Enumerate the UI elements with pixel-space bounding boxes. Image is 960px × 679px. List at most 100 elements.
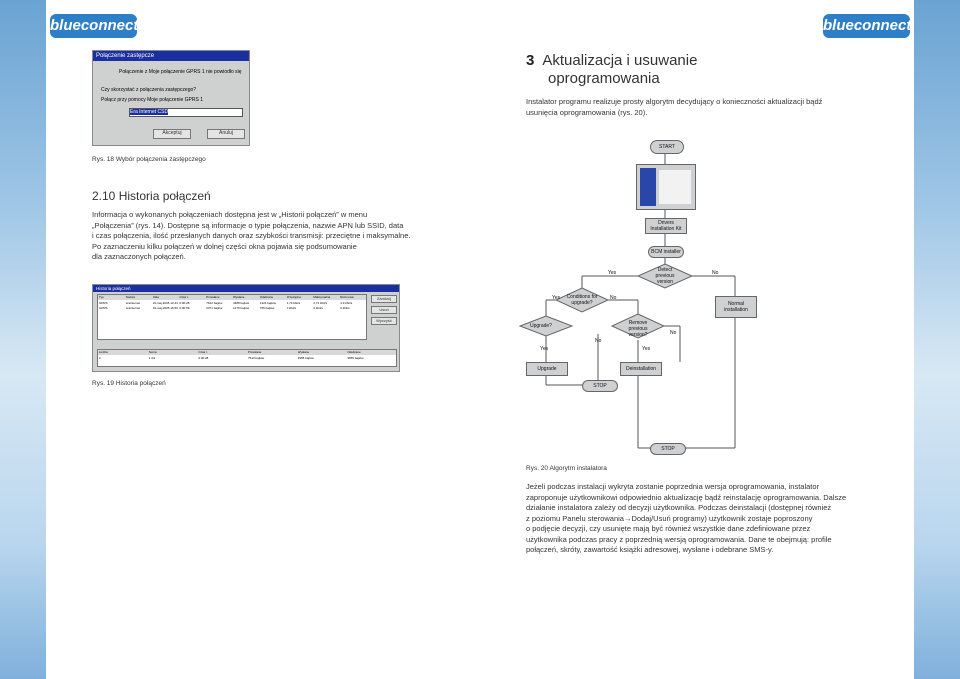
history-paragraph: Informacja o wykonanych połączeniach dos… xyxy=(92,210,482,263)
start-node: START xyxy=(650,140,684,154)
table-cell: Odebrane xyxy=(347,350,361,354)
dialog-line3: Połącz przy pomocy Moje połączenie GPRS … xyxy=(101,97,203,103)
table-cell: Przeciętna xyxy=(286,295,301,299)
paragraph-line: połączeń, skróty, zawartość książki adre… xyxy=(526,545,774,554)
conditions-node: Conditions for upgrade? xyxy=(566,294,598,306)
paragraph-line: Jeżeli podczas instalacji wykryta zostan… xyxy=(526,482,820,491)
replacement-connection-dialog: Połączenie zastępcze Połączenie z Moje p… xyxy=(92,50,250,146)
chapter-title-line1: Aktualizacja i usuwanie xyxy=(542,52,698,69)
label-no: No xyxy=(712,270,719,276)
paragraph-line: działanie instalatora zależy od decyzji … xyxy=(526,503,832,512)
dialog-title: Połączenie zastępcze xyxy=(93,51,249,61)
bcm-installer-node: BCM installer xyxy=(648,246,684,258)
paragraph-line: „Połączenia” (rys. 14). Dostępne są info… xyxy=(92,220,404,230)
left-page: blueconnect Połączenie zastępcze Połącze… xyxy=(46,0,480,679)
installer-thumbnail xyxy=(636,164,696,210)
installer-flowchart: START Drivers Installation Kit BCM insta… xyxy=(480,0,914,460)
table-cell: Suma xyxy=(148,350,157,354)
table-cell: Czas t. xyxy=(198,350,208,354)
table-cell: 1,73 kbit/s xyxy=(286,301,301,305)
table-cell: Czas t. xyxy=(179,295,189,299)
dialog-line1: Połączenie z Moje połączenie GPRS 1 nie … xyxy=(119,69,242,75)
chapter-number: 3 xyxy=(526,52,535,69)
table-cell: 2371 bajtów xyxy=(206,306,223,310)
stop-node-1: STOP xyxy=(582,380,618,392)
cancel-button[interactable]: Anuluj xyxy=(207,129,245,139)
label-yes: Yes xyxy=(540,346,549,352)
table-cell: 0 kbit/s xyxy=(313,306,323,310)
table-cell: GPRS xyxy=(99,301,108,305)
paragraph-line: Informacja o wykonanych połączeniach dos… xyxy=(92,210,368,219)
detect-version-node: Detect previous version xyxy=(655,267,675,285)
delete-button[interactable]: Usuń xyxy=(371,306,397,314)
upgrade-question-node: Upgrade? xyxy=(530,323,552,329)
table-cell: Odebrane xyxy=(259,295,274,299)
table-cell: Rozmowa xyxy=(340,295,354,299)
table-cell: 2 dni xyxy=(148,356,156,360)
algorithm-paragraph: Jeżeli podczas instalacji wykryta zostan… xyxy=(526,482,910,556)
table-cell: erainternet xyxy=(125,306,141,310)
upgrade-node: Upgrade xyxy=(526,362,568,376)
history-title: Historia połączeń xyxy=(93,285,399,292)
table-cell: Liczba xyxy=(99,350,108,354)
dialog-line2: Czy skorzystać z połączenia zastępczego? xyxy=(101,87,197,93)
connection-select[interactable]: Era Internet CSD xyxy=(130,109,169,115)
intro-paragraph: Instalator programu realizuje prosty alg… xyxy=(526,97,906,118)
label-yes: Yes xyxy=(608,270,617,276)
close-button[interactable]: Zamknij xyxy=(371,295,397,303)
table-cell: 1476 bajtów xyxy=(233,306,250,310)
paragraph-line: zaproponuje użytkownikowi odpowiednio ak… xyxy=(526,492,847,502)
paragraph-line: dla zaznaczonych połączeń. xyxy=(92,252,186,261)
table-cell: 2,74 kbit/s xyxy=(313,301,328,305)
paragraph-line: i czas połączenia, ilość przesłanych dan… xyxy=(92,231,411,240)
table-cell: 0:00:59 xyxy=(179,306,190,310)
remove-previous-node: Remove previous version? xyxy=(628,320,648,338)
summary-header: Liczba Suma Czas t. Przesłane Wysłane Odebran… xyxy=(98,350,396,355)
paragraph-line: z poziomu Panelu sterowania→Dodaj/Usuń p… xyxy=(526,513,813,523)
brand-logo-left: blueconnect xyxy=(50,14,138,38)
table-cell: Typ xyxy=(99,295,104,299)
table-cell: 3488 bajtów xyxy=(233,301,250,305)
page-number-right: 15 xyxy=(885,659,896,669)
stop-node-2: STOP xyxy=(650,443,686,455)
paragraph-line: Instalator programu realizuje prosty alg… xyxy=(526,97,823,106)
table-cell: Przesłane xyxy=(248,350,262,354)
table-cell: 3655 bajtów xyxy=(347,356,364,360)
label-no: No xyxy=(595,338,602,344)
label-no: No xyxy=(670,330,677,336)
sky-background-left xyxy=(0,0,46,679)
deinstallation-node: Deinstallation xyxy=(620,362,662,376)
table-cell: 0:00:28 xyxy=(198,356,209,360)
table-cell: Wysłane xyxy=(297,350,310,354)
table-cell: GPRS xyxy=(99,306,108,310)
brand-logo-right: blueconnect xyxy=(823,14,911,38)
label-no: No xyxy=(610,295,617,301)
table-cell: 3955 bajtów xyxy=(297,356,314,360)
table-cell: Nazwa xyxy=(125,295,135,299)
label-yes: Yes xyxy=(552,295,561,301)
table-cell: erainternet xyxy=(125,301,141,305)
clear-button[interactable]: Wyczyść xyxy=(371,317,397,325)
caption-fig20: Rys. 20 Algorytm instalatora xyxy=(526,465,607,472)
table-cell: 4124 bajtów xyxy=(259,301,276,305)
normal-installation-node: Normal installation xyxy=(715,296,757,318)
table-cell: 7613 bajtów xyxy=(248,356,265,360)
paragraph-line: użytkownika podczas pracy z poprzednią w… xyxy=(526,534,832,544)
table-cell: 0:00:28 xyxy=(179,301,190,305)
drivers-kit-node: Drivers Installation Kit xyxy=(645,218,687,234)
table-cell: Przesłane xyxy=(206,295,220,299)
table-cell: 4,9 kbit/s xyxy=(340,301,353,305)
table-cell: Wysłane xyxy=(233,295,245,299)
paragraph-line: o podjęcie decyzji, czy usunięte mają by… xyxy=(526,524,811,533)
accept-button[interactable]: Akceptuj xyxy=(153,129,191,139)
page-number-left: 14 xyxy=(64,659,75,669)
label-yes: Yes xyxy=(642,346,651,352)
caption-fig18: Rys. 18 Wybór połączenia zastępczego xyxy=(92,156,206,163)
